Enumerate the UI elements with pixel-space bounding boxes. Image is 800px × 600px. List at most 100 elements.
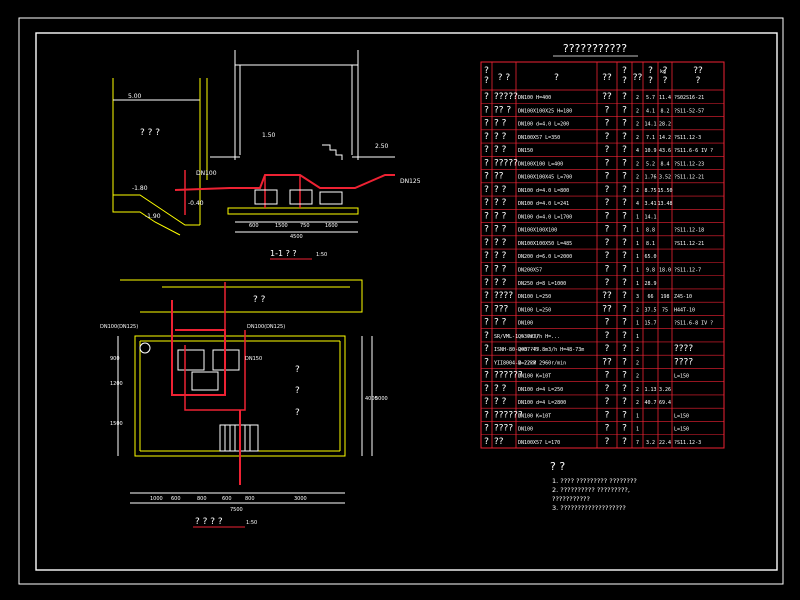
table-cell: 8.75 <box>644 188 656 194</box>
table-cell: 8.4 <box>660 161 669 167</box>
table-header-unit: kg <box>660 69 666 75</box>
table-cell: 14.1 <box>644 214 656 220</box>
table-cell: ? <box>605 278 610 288</box>
plan-room-label-2: ? <box>295 365 300 375</box>
table-cell: ? ? <box>494 278 507 288</box>
table-cell: 2 <box>636 188 639 194</box>
table-cell: 3.52 <box>659 175 671 181</box>
table-cell: L=150 <box>674 413 689 419</box>
table-cell: ? <box>484 119 489 129</box>
table-cell: ? ? <box>494 211 507 221</box>
table-cell: ? <box>622 145 627 155</box>
plan-dim-6: 3000 <box>294 496 307 502</box>
table-cell: ? <box>484 211 489 221</box>
table-cell: 40.7 <box>644 400 656 406</box>
table-cell: 15.50 <box>657 188 672 194</box>
section-label-elev-6: -0.40 <box>188 200 204 207</box>
table-cell: ?? ? <box>494 105 511 115</box>
table-cell: 8.1 <box>646 241 655 247</box>
section-dim-1: 600 <box>249 223 259 229</box>
table-cell: DN150 <box>518 148 533 154</box>
plan-dim-right-2: 5000 <box>375 396 388 402</box>
table-cell: ? <box>484 265 489 275</box>
table-cell: 37.5 <box>644 307 656 313</box>
table-cell: 1 <box>636 254 639 260</box>
table-cell: 1 <box>636 241 639 247</box>
table-cell: ?? <box>494 172 504 182</box>
table-cell: ???? <box>674 357 693 367</box>
plan-pipe-2 <box>184 330 246 411</box>
stairs <box>322 144 343 160</box>
table-cell: ? <box>484 371 489 381</box>
table-cell: ? <box>484 304 489 314</box>
table-cell: ?? <box>602 291 612 301</box>
note-line-4: 3. ??????????????????? <box>552 504 626 512</box>
table-cell: 75 <box>662 307 668 313</box>
table-cell: ? <box>622 158 627 168</box>
inner-frame <box>35 32 778 571</box>
table-cell: ???? <box>674 344 693 354</box>
table-cell: ? <box>484 410 489 420</box>
table-cell: ? <box>484 225 489 235</box>
table-row: ?ISNH-80-200 ???Q=37-45.8m3/h H=48-73m??… <box>484 344 693 354</box>
table-cell: ? ? <box>494 185 507 195</box>
table-cell: DN200X57 <box>518 268 542 274</box>
table-cell: ? <box>605 318 610 328</box>
table-cell: DN100 d=4.0 L=1700 <box>518 214 572 220</box>
table-cell: 5.7 <box>646 95 655 101</box>
table-header-cell: ? <box>648 66 653 76</box>
table-cell: ?S11.12-21 <box>674 241 704 247</box>
table-cell: DN100 K=10T <box>518 374 551 380</box>
plan-room-label-1: ? ? <box>253 295 266 305</box>
table-header-cell: ?? <box>693 66 703 76</box>
notes-block: ? ? 1. ???? ????????? ???????? 2. ??????… <box>550 460 637 512</box>
table-cell: 2 <box>636 347 639 353</box>
section-dim-3: 750 <box>300 223 310 229</box>
table-cell: ? <box>605 145 610 155</box>
table-cell: ??? <box>494 304 509 314</box>
table-header-cell: ? ? <box>498 73 511 83</box>
table-cell: ? <box>484 158 489 168</box>
table-cell: ?? <box>602 357 612 367</box>
table-cell: 28.2 <box>659 122 671 128</box>
table-cell: ? <box>622 211 627 221</box>
table-cell: ? <box>605 158 610 168</box>
table-cell: Q=37-45.8m3/h H=48-73m <box>518 347 584 353</box>
plan-dim-left-1: 900 <box>110 356 120 362</box>
table-cell: Q=30m3/h H=... <box>518 334 560 340</box>
section-label-dn125: DN125 <box>400 178 421 185</box>
plan-dim-left-2: 1200 <box>110 381 123 387</box>
table-cell: ? <box>622 344 627 354</box>
plan-dim-5: 800 <box>245 496 255 502</box>
table-cell: 4 <box>636 148 639 154</box>
table-cell: ? <box>622 105 627 115</box>
table-cell: DN100 K=10T <box>518 413 551 419</box>
plan-dim-total: 7500 <box>230 507 243 513</box>
plan-pump-1 <box>177 349 205 371</box>
plan-pump-3 <box>191 371 219 391</box>
table-cell: ? <box>605 344 610 354</box>
section-view <box>112 50 395 236</box>
table-cell: DN100X57 L=170 <box>518 440 560 446</box>
table-grid <box>481 62 724 449</box>
table-cell: 65.0 <box>644 254 656 260</box>
table-header-cell: ?? <box>633 73 643 83</box>
table-cell: 69.4 <box>659 400 671 406</box>
section-room-label: ? ? ? <box>140 128 160 138</box>
table-cell: 3.2 <box>646 440 655 446</box>
table-cell: 14.2 <box>659 135 671 141</box>
table-cell: ? <box>605 198 610 208</box>
table-cell: 5.2 <box>646 161 655 167</box>
table-cell: ? <box>622 119 627 129</box>
table-cell: 3 <box>636 294 639 300</box>
table-cell: ? <box>622 410 627 420</box>
table-header-cell: ? <box>622 66 627 76</box>
plan-dim-1: 1000 <box>150 496 163 502</box>
